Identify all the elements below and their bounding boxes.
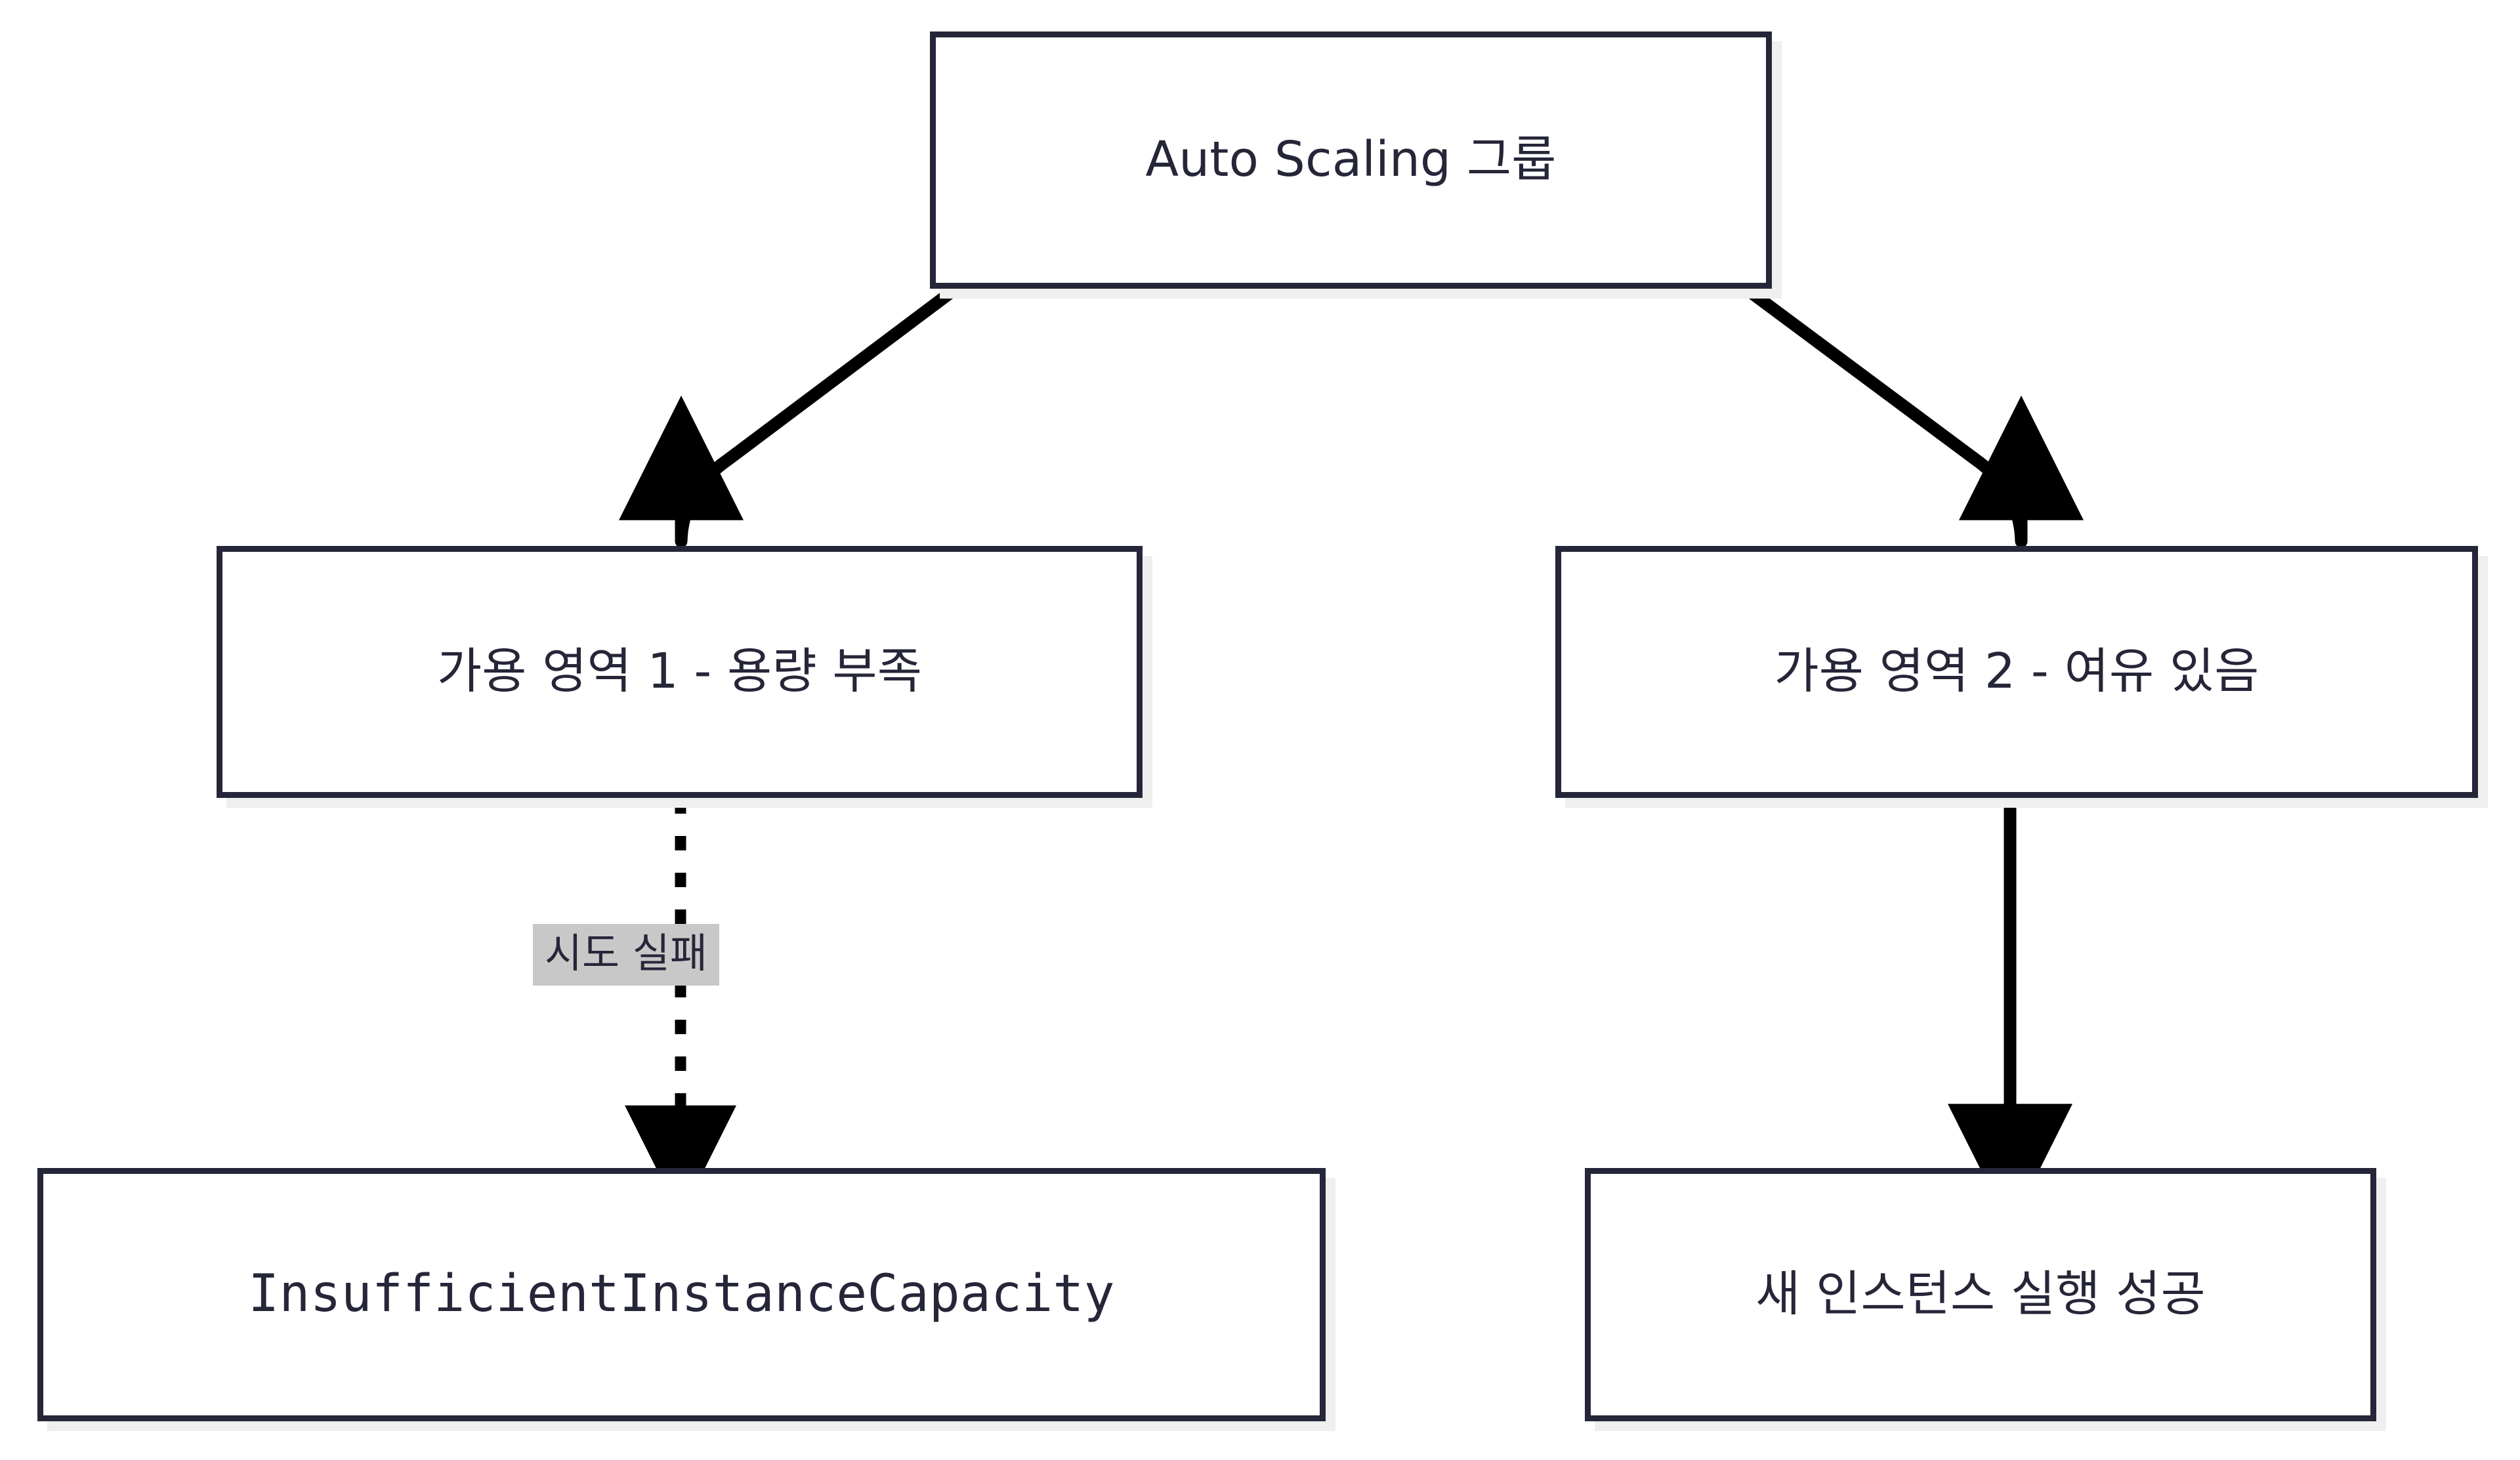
node-label-auto-scaling-group: Auto Scaling 그룹 bbox=[1145, 131, 1557, 188]
edge-asg-to-az2 bbox=[1743, 284, 2084, 548]
node-label-availability-zone-1: 가용 영역 1 - 용량 부족 bbox=[436, 643, 923, 700]
edge-asg-to-az1 bbox=[619, 284, 959, 548]
node-label-launch-success: 새 인스턴스 실행 성공 bbox=[1755, 1266, 2206, 1323]
edge-label-attempt-failed: 시도 실패 bbox=[533, 924, 719, 986]
node-availability-zone-1[interactable]: 가용 영역 1 - 용량 부족 bbox=[217, 546, 1143, 798]
node-label-availability-zone-2: 가용 영역 2 - 여유 있음 bbox=[1774, 643, 2259, 700]
node-label-insufficient-instance-capacity: InsufficientInstanceCapacity bbox=[248, 1264, 1115, 1324]
node-auto-scaling-group[interactable]: Auto Scaling 그룹 bbox=[930, 31, 1772, 289]
node-launch-success[interactable]: 새 인스턴스 실행 성공 bbox=[1585, 1168, 2376, 1421]
node-availability-zone-2[interactable]: 가용 영역 2 - 여유 있음 bbox=[1555, 546, 2478, 798]
node-insufficient-instance-capacity[interactable]: InsufficientInstanceCapacity bbox=[37, 1168, 1326, 1421]
